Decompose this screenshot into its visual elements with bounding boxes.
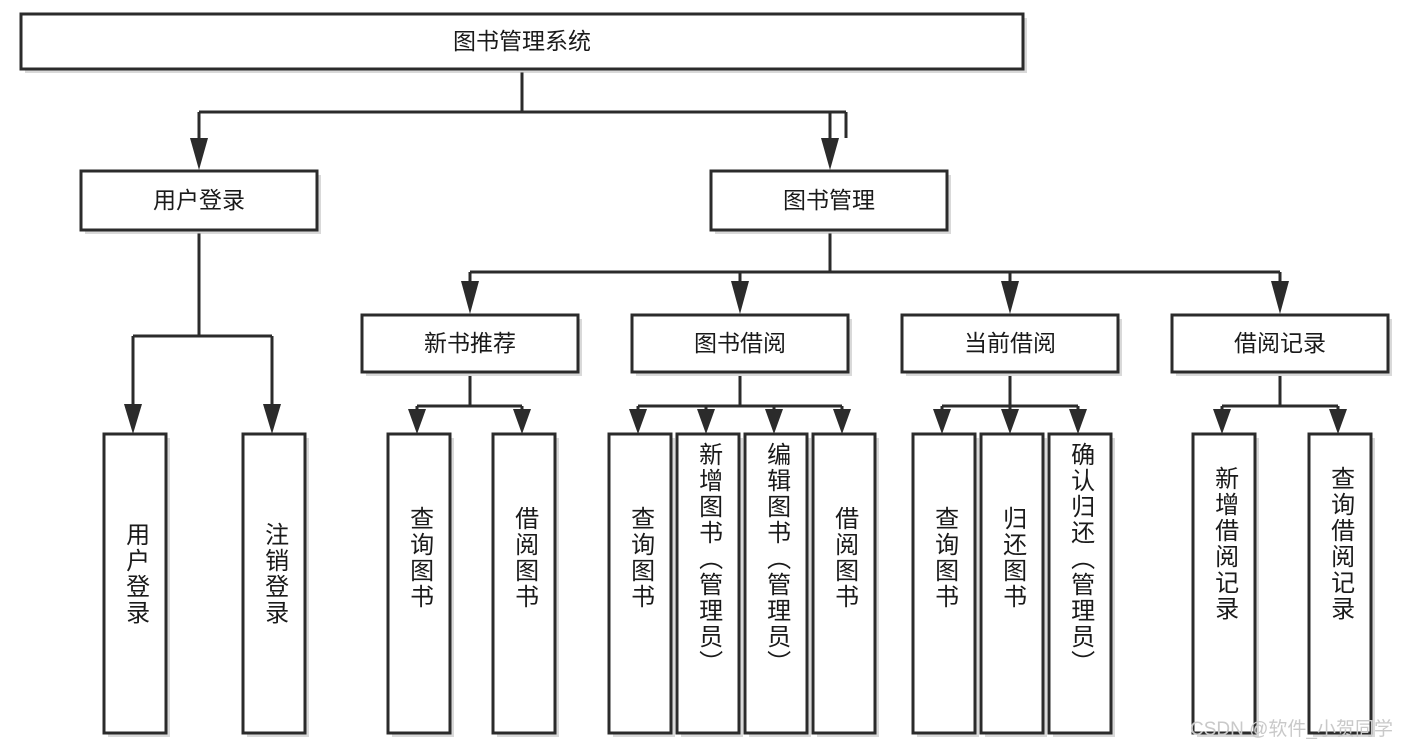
arrow-head-icon	[833, 409, 851, 434]
node-root-label: 图书管理系统	[453, 28, 591, 54]
node-leaf-confirm-return[interactable]	[1047, 432, 1113, 735]
connector-currentborrow-to-leaves	[933, 376, 1087, 434]
leaf-label-wrap-add-book: 新增图书（管理员）	[677, 434, 739, 733]
node-leaf-edit-book[interactable]	[743, 432, 809, 735]
node-leaf-add-record-label: 新增借阅记录	[1210, 466, 1238, 622]
node-book-manage[interactable]: 图书管理	[709, 169, 951, 234]
arrow-head-icon	[1271, 281, 1289, 314]
leaf-boxes	[102, 432, 1375, 737]
leaf-label-wrap-confirm-return: 确认归还（管理员）	[1049, 434, 1111, 733]
arrow-head-icon	[190, 138, 208, 170]
arrow-head-icon	[1329, 409, 1347, 434]
leaf-label-wrap-user-login: 用户登录	[104, 434, 166, 733]
node-leaf-logout-login-label: 注销登录	[260, 522, 288, 626]
leaf-label-wrap-add-record: 新增借阅记录	[1193, 434, 1255, 733]
node-new-book-recommend-label: 新书推荐	[424, 330, 516, 356]
node-leaf-query-book-3-label: 查询图书	[930, 506, 958, 610]
node-user-login-label: 用户登录	[153, 187, 245, 213]
node-leaf-query-record-label: 查询借阅记录	[1326, 466, 1354, 622]
node-root[interactable]: 图书管理系统	[19, 12, 1027, 73]
node-book-borrow-label: 图书借阅	[694, 330, 786, 356]
leaf-label-wrap-borrow-book-2: 借阅图书	[813, 434, 875, 733]
connector-bookborrow-to-leaves	[629, 376, 851, 434]
node-leaf-confirm-return-label: 确认归还（管理员）	[1066, 442, 1094, 676]
arrow-head-icon	[821, 138, 839, 170]
node-new-book-recommend[interactable]: 新书推荐	[360, 313, 582, 376]
arrow-head-icon	[513, 409, 531, 434]
arrow-head-icon	[765, 409, 783, 434]
node-leaf-query-book-2-label: 查询图书	[626, 506, 654, 610]
connector-newbook-to-leaves	[408, 376, 531, 434]
arrow-head-icon	[697, 409, 715, 434]
node-leaf-query-book-1[interactable]	[386, 432, 452, 735]
leaf-label-wrap-query-book-2: 查询图书	[609, 434, 671, 733]
leaf-label-wrap-edit-book: 编辑图书（管理员）	[745, 434, 807, 733]
node-current-borrow-label: 当前借阅	[964, 330, 1056, 356]
arrow-head-icon	[1001, 281, 1019, 314]
node-leaf-query-record[interactable]	[1307, 432, 1373, 735]
node-borrow-record-label: 借阅记录	[1234, 330, 1326, 356]
leaf-label-wrap-query-book-1: 查询图书	[388, 434, 450, 733]
leaf-label-wrap-logout-login: 注销登录	[243, 434, 305, 733]
node-user-login[interactable]: 用户登录	[79, 169, 321, 234]
arrow-head-icon	[1001, 409, 1019, 434]
node-leaf-edit-book-label: 编辑图书（管理员）	[762, 442, 790, 676]
arrow-head-icon	[263, 404, 281, 434]
node-leaf-borrow-book-2[interactable]	[811, 432, 877, 735]
node-leaf-logout-login[interactable]	[241, 432, 307, 735]
arrow-head-icon	[124, 404, 142, 434]
arrow-head-icon	[461, 281, 479, 314]
node-leaf-borrow-book-1-label: 借阅图书	[510, 506, 538, 610]
node-current-borrow[interactable]: 当前借阅	[900, 313, 1122, 376]
node-leaf-add-book[interactable]	[675, 432, 741, 735]
connector-bookmanage-to-level2	[461, 233, 1289, 314]
connector-userlogin-to-leaves	[124, 233, 281, 434]
leaf-label-wrap-borrow-book-1: 借阅图书	[493, 434, 555, 733]
arrow-head-icon	[731, 281, 749, 314]
leaf-label-wrap-query-book-3: 查询图书	[913, 434, 975, 733]
arrow-head-icon	[408, 409, 426, 434]
node-book-manage-label: 图书管理	[783, 187, 875, 213]
node-leaf-borrow-book-2-label: 借阅图书	[830, 506, 858, 610]
arrow-head-icon	[933, 409, 951, 434]
connector-borrowrecord-to-leaves	[1213, 376, 1347, 434]
node-book-borrow[interactable]: 图书借阅	[630, 313, 852, 376]
leaf-label-wrap-query-record: 查询借阅记录	[1309, 434, 1371, 733]
node-leaf-user-login-label: 用户登录	[121, 522, 149, 626]
watermark: CSDN @软件_小贺同学	[1190, 719, 1393, 740]
leaf-label-wrap-return-book: 归还图书	[981, 434, 1043, 733]
node-leaf-return-book[interactable]	[979, 432, 1045, 735]
node-leaf-add-book-label: 新增图书（管理员）	[694, 442, 722, 676]
arrow-head-icon	[629, 409, 647, 434]
arrow-head-icon	[1213, 409, 1231, 434]
node-leaf-borrow-book-1[interactable]	[491, 432, 557, 735]
node-leaf-query-book-1-label: 查询图书	[405, 506, 433, 610]
node-leaf-user-login[interactable]	[102, 432, 168, 735]
node-leaf-query-book-2[interactable]	[607, 432, 673, 735]
node-leaf-return-book-label: 归还图书	[998, 506, 1026, 610]
arrow-head-icon	[1069, 409, 1087, 434]
node-leaf-query-book-3[interactable]	[911, 432, 977, 735]
node-borrow-record[interactable]: 借阅记录	[1170, 313, 1392, 376]
node-leaf-add-record[interactable]	[1191, 432, 1257, 735]
connector-root-to-level1	[190, 72, 848, 170]
